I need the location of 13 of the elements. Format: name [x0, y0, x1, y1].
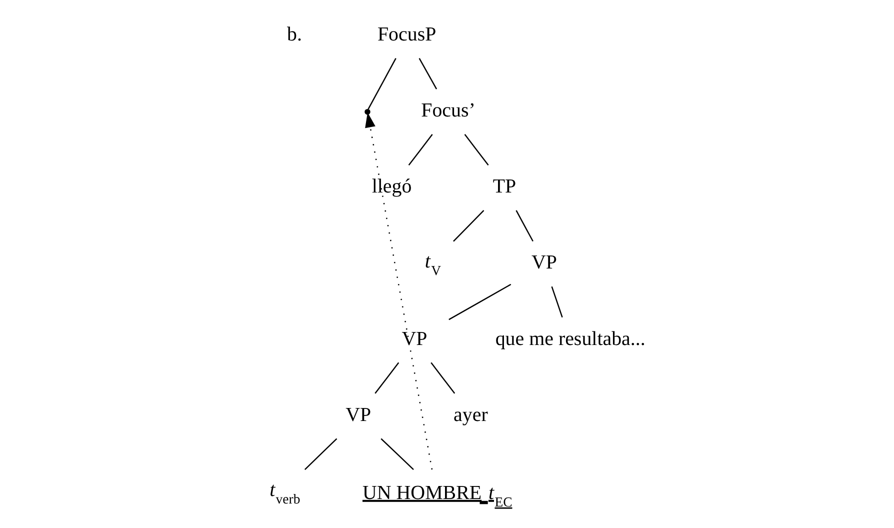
label: b.	[287, 23, 302, 46]
node-text: t$_{verb}$	[270, 478, 300, 506]
node-text: que me resultaba...	[495, 328, 646, 350]
node-text: UN HOMBRE t$_{EC}$	[362, 482, 512, 510]
node-text: TP	[492, 176, 516, 198]
node-text: VP	[532, 252, 558, 274]
node-text: llegó	[372, 176, 412, 198]
node-text: VP	[402, 328, 428, 350]
node-text: ayer	[454, 404, 488, 426]
node-text: Focus’	[421, 100, 476, 122]
node-text: t$_{V}$	[424, 250, 442, 278]
node-text: FocusP	[377, 23, 436, 46]
node-text: VP	[346, 404, 372, 426]
